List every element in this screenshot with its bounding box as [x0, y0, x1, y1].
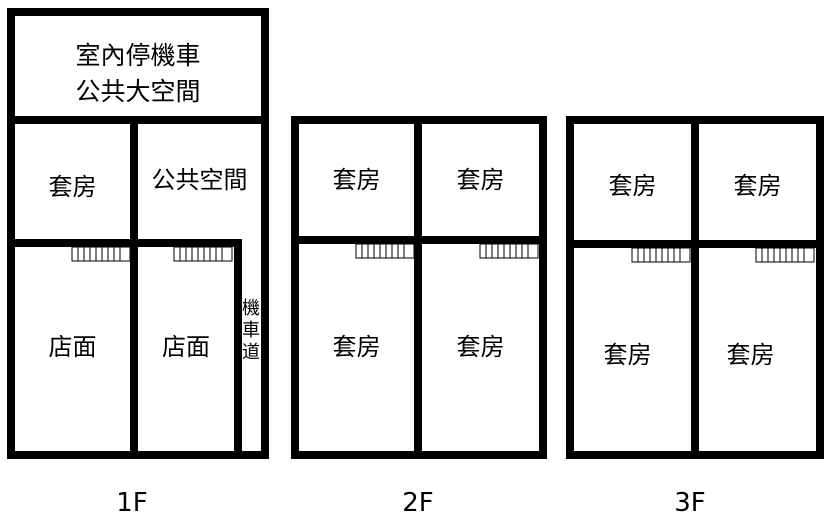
room-2f-tl-label: 套房 — [332, 166, 381, 194]
room-2f-tr-label: 套房 — [456, 166, 505, 194]
room-1f-ramp-label: 機 車 道 — [242, 298, 260, 363]
room-3f-br-label: 套房 — [726, 341, 775, 369]
room-2f-br-label: 套房 — [456, 333, 505, 361]
room-3f-tr-label: 套房 — [733, 172, 782, 200]
room-1f-public-label: 公共空間 — [151, 166, 248, 194]
room-1f-shop-left-label: 店面 — [48, 333, 97, 361]
floor-2-title: 2F — [402, 488, 434, 518]
stair-3f-left — [631, 247, 691, 263]
room-2f-bl-label: 套房 — [332, 333, 381, 361]
room-1f-shop-right-label: 店面 — [162, 333, 210, 361]
floor-2-walls — [291, 116, 547, 459]
stair-2f-right — [479, 243, 539, 259]
stair-1f-left — [71, 246, 131, 262]
room-3f-tl-label: 套房 — [608, 172, 657, 200]
floor-3-walls — [566, 116, 824, 459]
stair-1f-right — [173, 246, 233, 262]
stair-3f-right — [755, 247, 815, 263]
floor-1-walls — [7, 8, 269, 459]
floor-3-title: 3F — [674, 488, 706, 518]
room-1f-suite-label: 套房 — [48, 173, 97, 201]
floor-1-title: 1F — [116, 488, 148, 518]
stairs — [71, 243, 815, 263]
room-parking-label: 室內停機車 公共大空間 — [75, 41, 201, 106]
stair-2f-left — [355, 243, 415, 259]
room-3f-bl-label: 套房 — [603, 341, 652, 369]
